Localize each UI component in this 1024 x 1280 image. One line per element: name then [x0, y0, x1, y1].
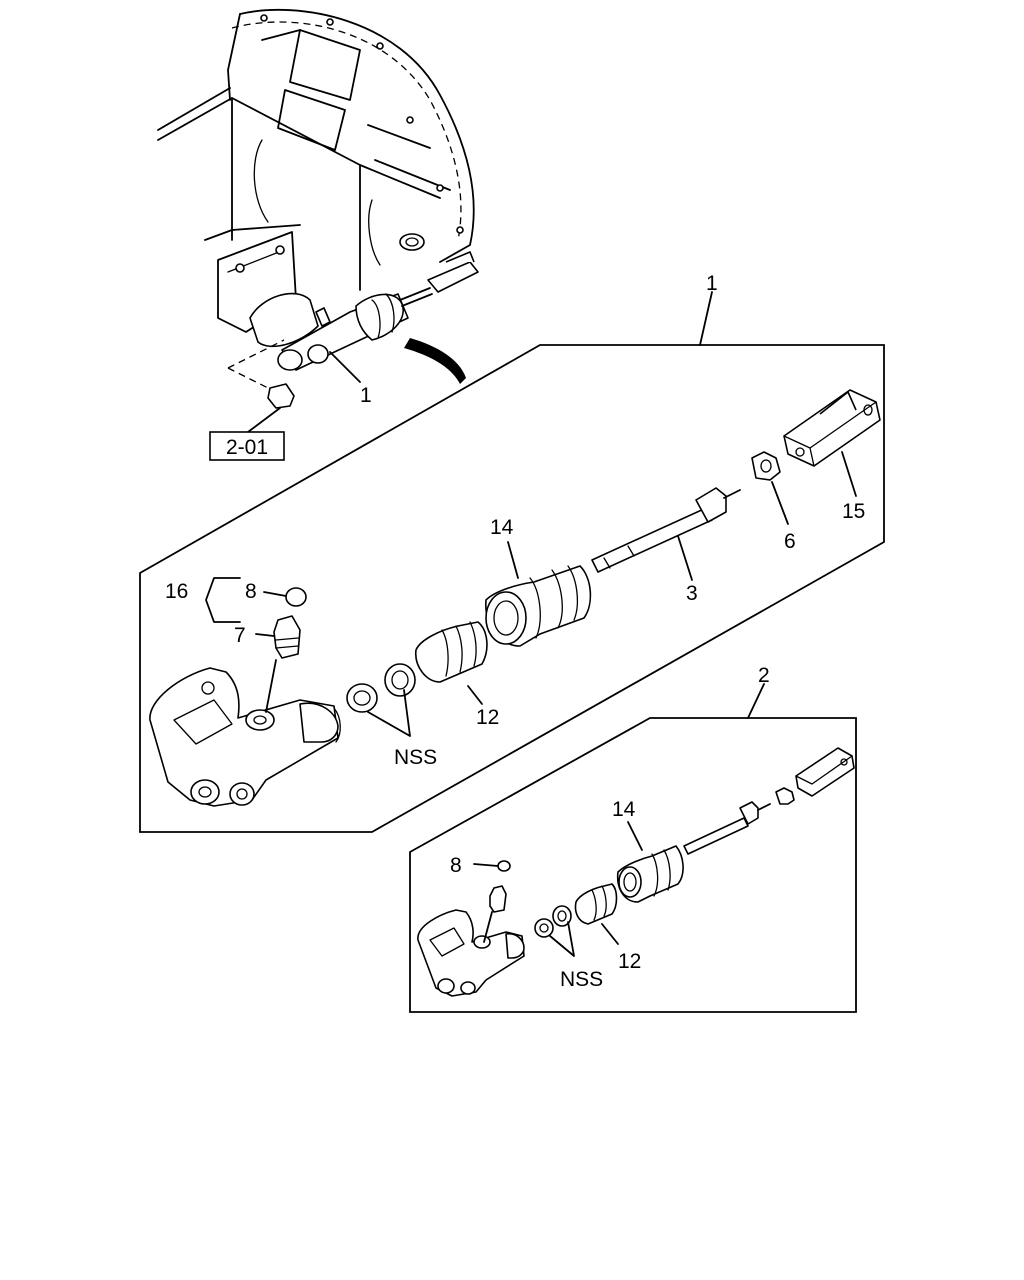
ref-box-label: 2-01 — [226, 436, 268, 459]
leader-8 — [263, 591, 287, 597]
assembly-2-label: 2 — [758, 664, 770, 687]
label-nss-b: NSS — [560, 968, 603, 991]
assembly-2-parts — [417, 747, 855, 997]
lock-nut — [751, 451, 781, 481]
label-14: 14 — [490, 516, 514, 539]
assembly-1-parts — [149, 389, 881, 807]
leader-nss — [367, 689, 411, 737]
assembly-1-callout-label: 1 — [360, 384, 372, 407]
label-12: 12 — [476, 706, 499, 729]
piston — [415, 621, 488, 683]
label-12-b: 12 — [618, 950, 641, 973]
leader-14 — [507, 541, 519, 579]
label-nss: NSS — [394, 746, 437, 769]
leader-ref-box — [247, 407, 281, 433]
seal-2 — [384, 663, 416, 697]
leader-assembly-2 — [747, 683, 765, 719]
label-6: 6 — [784, 530, 796, 553]
ref-box-frame — [209, 431, 285, 461]
leader-8-b — [473, 863, 499, 867]
label-8: 8 — [245, 580, 257, 603]
leader-bracket-16 — [205, 577, 241, 623]
leader-6 — [771, 481, 789, 525]
label-7: 7 — [234, 624, 246, 647]
label-16: 16 — [165, 580, 188, 603]
leader-assembly-1 — [699, 291, 713, 346]
clutch-housing-illustration — [157, 8, 479, 409]
label-14-b: 14 — [612, 798, 636, 821]
cylinder-body — [149, 667, 339, 807]
seal-1 — [346, 683, 378, 713]
assembly-1-label: 1 — [706, 272, 718, 295]
leader-assembly-1-callout — [329, 351, 361, 383]
label-8-b: 8 — [450, 854, 462, 877]
label-15: 15 — [842, 500, 865, 523]
leader-14-b — [627, 821, 643, 851]
label-3: 3 — [686, 582, 698, 605]
leader-15 — [841, 451, 857, 497]
bleeder-cap — [285, 587, 307, 607]
leader-12-b — [601, 923, 619, 945]
leader-3 — [677, 535, 693, 581]
leader-12 — [467, 685, 483, 705]
leader-nss-b — [549, 921, 575, 957]
bleeder-screw — [273, 615, 301, 659]
leader-7 — [255, 633, 275, 637]
